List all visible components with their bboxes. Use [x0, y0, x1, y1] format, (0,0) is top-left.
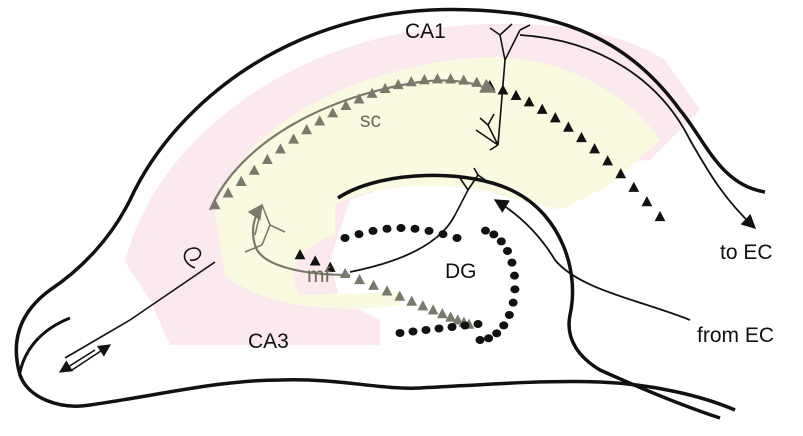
fimbria-arrow-in [71, 344, 112, 371]
pyramidal-cell [628, 181, 640, 192]
pyramidal-cell [222, 187, 234, 198]
pyramidal-cell [275, 143, 286, 154]
granule-cell [499, 321, 509, 330]
pyramidal-cell [309, 255, 321, 266]
granule-cell [492, 329, 502, 338]
mossy-fiber-black [349, 214, 456, 273]
pyramidal-cell [354, 273, 365, 285]
label-to-ec: to EC [720, 241, 773, 264]
pyramidal-cell [288, 133, 299, 144]
granule-cell [510, 285, 520, 294]
granule-cell [354, 230, 364, 239]
pyramidal-cell [417, 300, 429, 311]
label-dg: DG [445, 260, 477, 283]
granule-cell [438, 230, 448, 239]
granule-cell [473, 320, 483, 328]
granule-cell [484, 334, 494, 343]
granule-cell [475, 336, 485, 344]
ec-neuron-left [183, 247, 202, 269]
granule-cell [504, 310, 514, 319]
yellow-region [215, 57, 660, 309]
pyramidal-cell [406, 295, 418, 306]
label-sc: sc [360, 109, 381, 132]
granule-cell [509, 271, 519, 280]
pyramidal-cell [394, 290, 406, 301]
pyramidal-cell [523, 96, 535, 107]
granule-cell [434, 324, 444, 333]
dg-neuron [454, 167, 489, 216]
pyramidal-cell [615, 168, 627, 179]
granule-cell [447, 323, 457, 331]
pyramidal-cell [641, 195, 653, 207]
granule-cell [452, 234, 462, 242]
pyramidal-cell [589, 143, 600, 154]
granule-cell [340, 234, 350, 242]
hippocampus-outline [14, 7, 766, 412]
label-ca3: CA3 [248, 330, 289, 353]
fimbria-outline [18, 316, 71, 373]
granule-cell [382, 224, 392, 233]
granule-cell [424, 226, 434, 235]
pyramidal-cell [576, 131, 587, 143]
pyramidal-cell [536, 103, 548, 114]
granule-cell [396, 224, 406, 232]
ca1-neuron [475, 23, 531, 151]
pyramidal-cell [327, 107, 339, 118]
pyramidal-cell [654, 210, 666, 222]
granule-cell [410, 224, 420, 233]
pyramidal-cell [235, 175, 247, 187]
pyramidal-cell [353, 93, 365, 104]
pyramidal-cell [510, 89, 522, 100]
granule-cells [340, 224, 520, 344]
perforant-path [493, 199, 691, 321]
granule-cell [460, 321, 470, 330]
granule-cell [496, 237, 506, 246]
granule-cell [421, 326, 431, 334]
granule-cell [395, 329, 405, 337]
dentate-outline [337, 173, 721, 420]
pyramidal-cell [324, 261, 336, 272]
pyramidal-cell [261, 153, 273, 164]
pyramidal-cell [436, 308, 448, 319]
label-ca1: CA1 [405, 20, 446, 43]
label-mf: mf [307, 264, 330, 287]
granule-cell [507, 258, 517, 267]
granule-cell [502, 246, 512, 255]
granule-cell [508, 298, 518, 307]
ca3-neuron [244, 204, 286, 253]
pyramidal-cell [549, 112, 561, 123]
pyramidal-cell [445, 311, 456, 322]
pyramidal-cell [339, 267, 351, 279]
granule-cell [489, 230, 499, 239]
pyramidal-cell [248, 164, 260, 175]
granule-cell [480, 226, 490, 235]
granule-cell [368, 226, 378, 235]
pyramidal-cell [427, 304, 439, 315]
fimbria-arrow-out [58, 349, 96, 373]
pyramidal-cell [381, 285, 393, 296]
pyramidal-cell [602, 155, 614, 166]
pyramidal-cell [340, 99, 352, 111]
ca3-axon [64, 261, 216, 359]
granule-cell [408, 327, 418, 336]
pyramidal-cell [314, 115, 326, 126]
pyramidal-cell [294, 249, 306, 260]
ca1-to-ec-path [519, 34, 757, 229]
schaffer-collateral-path [208, 78, 497, 211]
pyramidal-cell [452, 314, 464, 325]
pyramidal-cell [301, 124, 313, 135]
pyramidal-cell [368, 279, 379, 290]
pyramidal-cell [562, 121, 574, 132]
label-from-ec: from EC [697, 324, 774, 347]
